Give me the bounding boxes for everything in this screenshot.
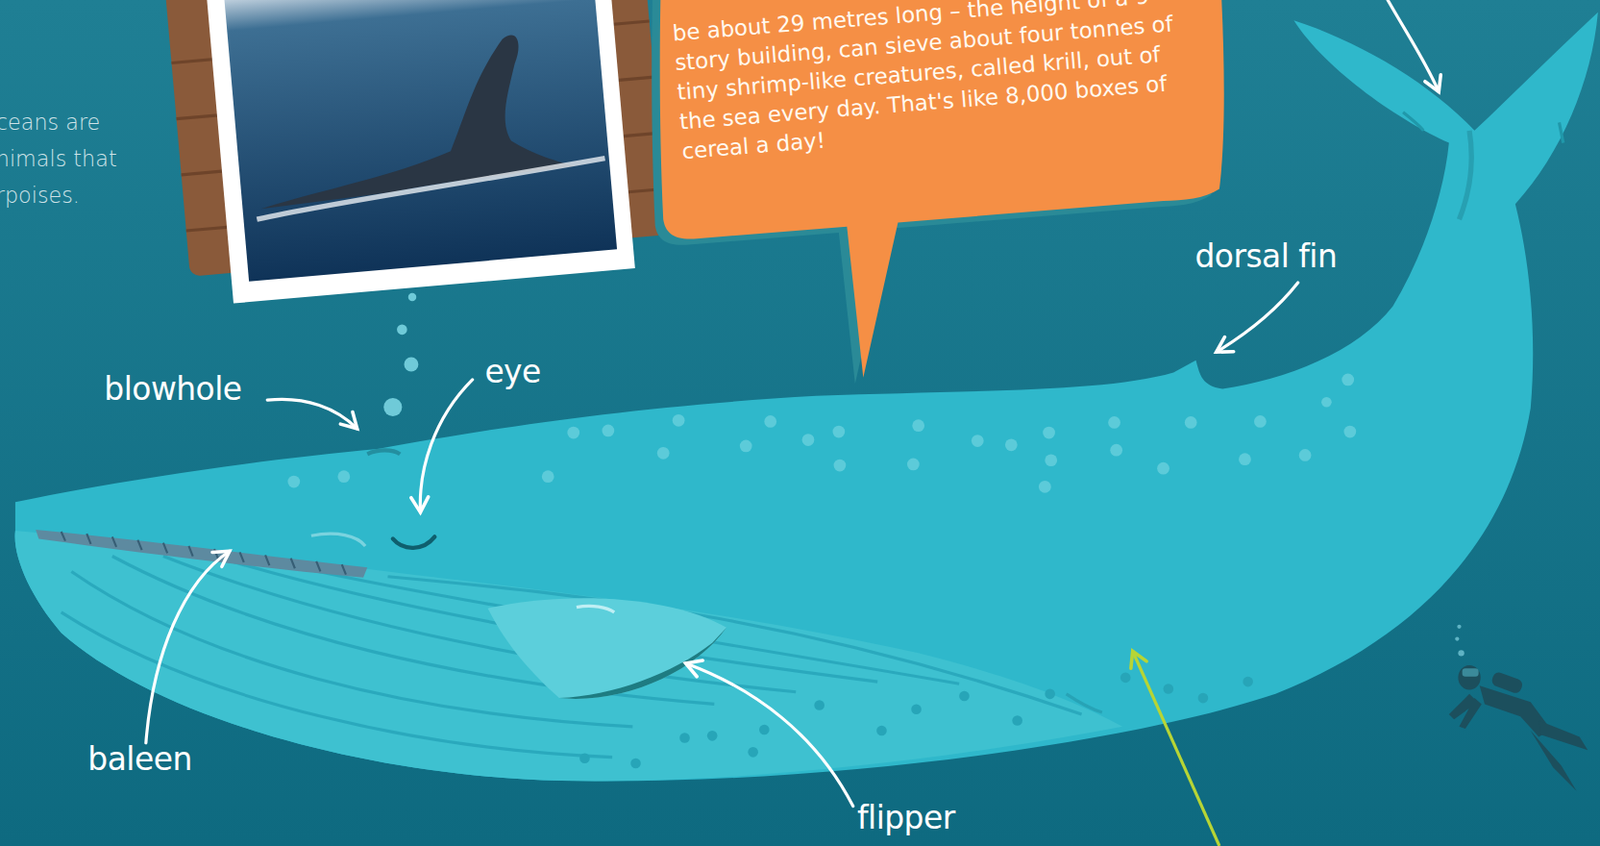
bubbles [383, 293, 419, 417]
part-label: flipper [857, 798, 956, 836]
part-label: eye [484, 352, 541, 390]
part-label: blowhole [103, 369, 242, 407]
speech-bubble: be about 29 metres long – the height of … [653, 0, 1226, 220]
intro-text: rpoises. [0, 183, 80, 208]
intro-text: ceans are [0, 110, 100, 135]
intro-text: nimals that [0, 147, 118, 172]
diver [1449, 624, 1588, 791]
pointer-line [1132, 650, 1220, 846]
part-label: dorsal fin [1194, 237, 1337, 274]
part-label: baleen [87, 740, 192, 778]
photo [164, 0, 671, 307]
